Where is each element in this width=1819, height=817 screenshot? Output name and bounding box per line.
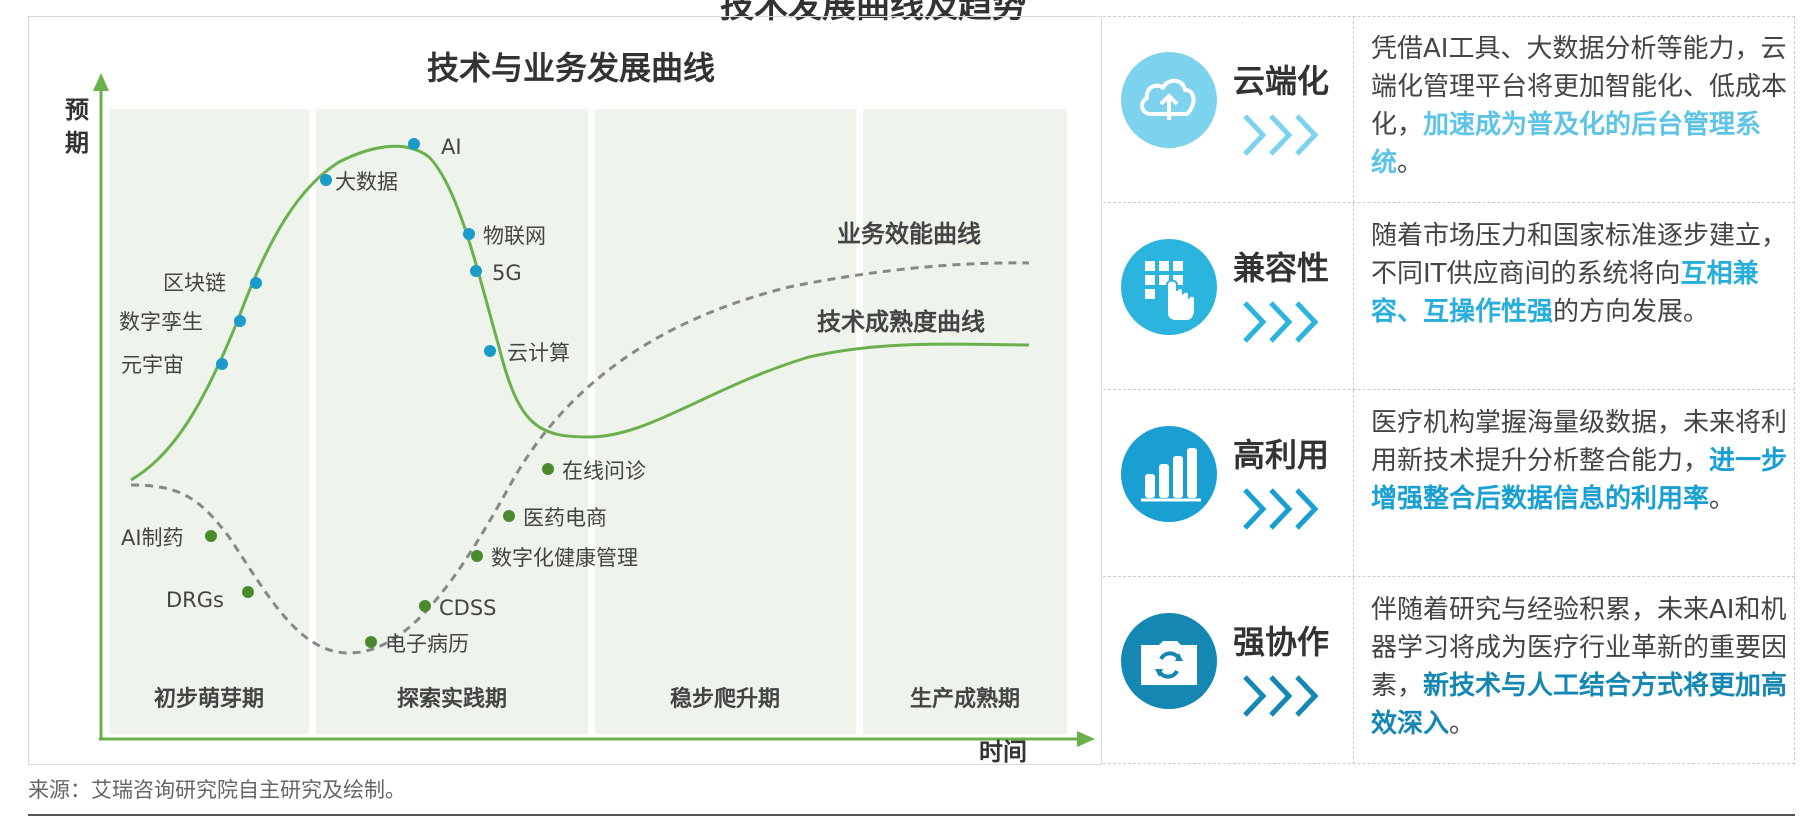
- business-point-label: AI制药: [121, 526, 184, 550]
- phase-bg-2: [316, 109, 588, 734]
- phase-label: 探索实践期: [397, 686, 507, 712]
- tech-point-5g: [470, 265, 482, 277]
- feature-highlight: 加速成为普及化的后台管理系统: [1371, 110, 1762, 178]
- y-axis-arrow: [93, 73, 109, 91]
- y-axis-label-1: 预: [65, 96, 89, 124]
- business-curve-label: 业务效能曲线: [837, 220, 981, 248]
- tech-point-big-data: [320, 174, 332, 186]
- phase-bg-1: [109, 109, 309, 734]
- feature-description: 伴随着研究与经验积累，未来AI和机器学习将成为医疗行业革新的重要因素，新技术与人…: [1371, 595, 1788, 739]
- feature-row-utilization: 高利用 医疗机构掌握海量级数据，未来将利用新技术提升分析整合能力，进一步增强整合…: [1103, 390, 1795, 577]
- phase-label: 初步萌芽期: [154, 686, 264, 712]
- business-curve: [130, 261, 1030, 655]
- tech-point-label: 5G: [492, 261, 522, 285]
- feature-name: 兼容性: [1233, 249, 1330, 287]
- feature-name: 云端化: [1233, 62, 1330, 100]
- tech-point-blockchain: [250, 277, 262, 289]
- tech-point-cloud-computing: [484, 345, 496, 357]
- tech-point-label: 物联网: [483, 224, 546, 248]
- business-point-label: 数字化健康管理: [491, 546, 638, 570]
- feature-description: 医疗机构掌握海量级数据，未来将利用新技术提升分析整合能力，进一步增强整合后数据信…: [1371, 408, 1788, 514]
- business-point-label: 医药电商: [523, 506, 607, 530]
- feature-highlight: 新技术与人工结合方式将更加高效深入: [1371, 671, 1788, 739]
- phase-bg-3: [595, 109, 856, 734]
- business-point-label: 电子病历: [385, 632, 469, 656]
- phase-bg-4: [863, 109, 1067, 734]
- tech-point-iot: [463, 228, 475, 240]
- business-point-emr: [365, 636, 377, 648]
- tech-point-label: 区块链: [163, 271, 226, 295]
- tech-curve-label: 技术成熟度曲线: [817, 308, 985, 336]
- business-point-pharma-ecommerce: [503, 510, 515, 522]
- feature-name: 高利用: [1233, 436, 1330, 474]
- chevrons-icon: [1243, 301, 1319, 343]
- y-axis-label-2: 期: [65, 129, 89, 157]
- business-point-label: 在线问诊: [562, 459, 646, 483]
- x-axis-arrow: [1077, 731, 1095, 747]
- business-point-online-consult: [542, 463, 554, 475]
- feature-name: 强协作: [1233, 623, 1330, 661]
- tech-point-label: 云计算: [507, 341, 570, 365]
- business-point-drgs: [242, 586, 254, 598]
- chart-svg: 预 期 时间 技术与业务发展曲线 业务效能曲线 技术成熟度曲线 元宇宙 数字孪生…: [65, 49, 1095, 766]
- page-title: 技术发展曲线及趋势: [720, 0, 1026, 26]
- feature-row-cloud: 云端化 凭借AI工具、大数据分析等能力，云端化管理平台将更加智能化、低成本化，加…: [1103, 16, 1795, 203]
- tech-point-label: 数字孪生: [119, 310, 203, 334]
- trend-panel: 云端化 凭借AI工具、大数据分析等能力，云端化管理平台将更加智能化、低成本化，加…: [1103, 16, 1795, 765]
- chevrons-icon: [1243, 488, 1319, 530]
- feature-description: 凭借AI工具、大数据分析等能力，云端化管理平台将更加智能化、低成本化，加速成为普…: [1371, 34, 1788, 178]
- feature-highlight: 进一步增强整合后数据信息的利用率: [1371, 446, 1788, 514]
- phase-label: 稳步爬升期: [670, 686, 780, 712]
- feature-description: 随着市场压力和国家标准逐步建立，不同IT供应商间的系统将向互相兼容、互操作性强的…: [1371, 221, 1788, 327]
- sync-folder-icon: [1121, 613, 1217, 709]
- bar-chart-icon: [1121, 426, 1217, 522]
- touch-grid-icon: [1121, 239, 1217, 335]
- source-note: 来源：艾瑞咨询研究院自主研究及绘制。: [28, 778, 406, 802]
- chevrons-icon: [1243, 675, 1319, 717]
- business-point-cdss: [419, 600, 431, 612]
- tech-point-label: AI: [441, 135, 462, 159]
- feature-highlight: 互相兼容、互操作性强: [1371, 259, 1759, 327]
- tech-point-label: 元宇宙: [121, 353, 184, 377]
- business-point-label: DRGs: [166, 588, 224, 612]
- business-point-ai-pharma: [205, 530, 217, 542]
- business-point-digital-health: [471, 550, 483, 562]
- chart-title: 技术与业务发展曲线: [427, 49, 715, 87]
- feature-row-collaboration: 强协作 伴随着研究与经验积累，未来AI和机器学习将成为医疗行业革新的重要因素，新…: [1103, 577, 1795, 764]
- phase-label: 生产成熟期: [910, 686, 1020, 712]
- cloud-upload-icon: [1121, 52, 1217, 148]
- tech-point-label: 大数据: [335, 170, 398, 194]
- hype-cycle-chart: 预 期 时间 技术与业务发展曲线 业务效能曲线 技术成熟度曲线 元宇宙 数字孪生…: [28, 16, 1102, 766]
- tech-point-ai: [408, 138, 420, 150]
- x-axis-label: 时间: [979, 738, 1027, 766]
- business-point-label: CDSS: [439, 596, 497, 620]
- tech-point-digital-twin: [234, 315, 246, 327]
- bottom-divider: [28, 814, 1795, 816]
- tech-point-metaverse: [216, 358, 228, 370]
- feature-row-compatibility: 兼容性 随着市场压力和国家标准逐步建立，不同IT供应商间的系统将向互相兼容、互操…: [1103, 203, 1795, 390]
- chevrons-icon: [1243, 114, 1319, 156]
